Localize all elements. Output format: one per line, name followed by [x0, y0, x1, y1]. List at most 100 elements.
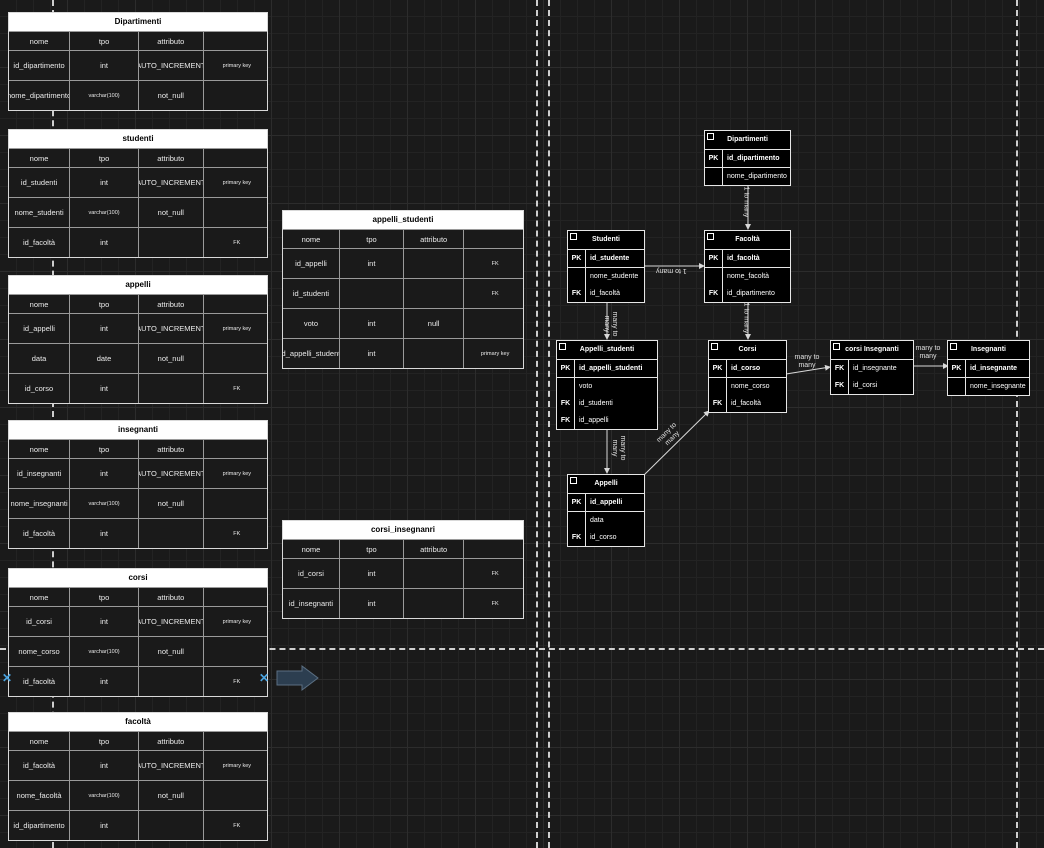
table-cell[interactable]: int: [70, 667, 139, 696]
table-cell[interactable]: FK: [491, 570, 499, 577]
table-cell[interactable]: primary key: [222, 325, 252, 332]
table-cell[interactable]: id_corsi: [283, 559, 340, 588]
table-cell[interactable]: FK: [233, 678, 241, 685]
collapse-icon[interactable]: [707, 133, 714, 140]
column-header[interactable]: nome: [9, 440, 71, 458]
table-cell[interactable]: varchar(100): [70, 781, 139, 810]
table-cell[interactable]: [404, 249, 465, 278]
table-cell[interactable]: int: [340, 559, 405, 588]
collapse-icon[interactable]: [570, 233, 577, 240]
table-cell[interactable]: primary key: [222, 762, 252, 769]
table-cell[interactable]: not_null: [139, 198, 204, 227]
table-cell[interactable]: int: [70, 811, 139, 840]
table-cell[interactable]: FK: [233, 239, 241, 246]
table-cell[interactable]: id_facoltà: [9, 751, 71, 780]
collapse-icon[interactable]: [833, 343, 840, 350]
column-header[interactable]: nome: [9, 732, 71, 750]
table-cell[interactable]: AUTO_INCREMENT: [139, 459, 204, 488]
table-cell[interactable]: nome_insegnanti: [9, 489, 71, 518]
table-cell[interactable]: [139, 374, 204, 403]
entity-row[interactable]: nome_insegnante: [948, 378, 1029, 395]
table-cell[interactable]: int: [70, 459, 139, 488]
table-cell[interactable]: [404, 589, 465, 618]
table-cell[interactable]: AUTO_INCREMENT: [139, 751, 204, 780]
table-cell[interactable]: [404, 279, 465, 308]
table-cell[interactable]: int: [340, 309, 405, 338]
column-header[interactable]: attributo: [139, 588, 204, 606]
column-header[interactable]: attributo: [139, 32, 204, 50]
column-header[interactable]: nome: [283, 230, 340, 248]
entity-row[interactable]: voto: [557, 378, 657, 395]
column-header[interactable]: attributo: [139, 440, 204, 458]
table-cell[interactable]: int: [340, 249, 405, 278]
table-cell[interactable]: null: [404, 309, 465, 338]
table-cell[interactable]: FK: [233, 385, 241, 392]
table-cell[interactable]: int: [70, 314, 139, 343]
table-cell[interactable]: [139, 519, 204, 548]
table-cell[interactable]: id_appelli: [9, 314, 71, 343]
table-cell[interactable]: varchar(100): [70, 637, 139, 666]
table-cell[interactable]: id_appelli_studenti: [283, 339, 340, 368]
table-cell[interactable]: int: [70, 51, 139, 80]
collapse-icon[interactable]: [707, 233, 714, 240]
table-cell[interactable]: nome_studenti: [9, 198, 71, 227]
table-cell[interactable]: primary key: [480, 350, 510, 357]
table-cell[interactable]: [404, 339, 465, 368]
table-cell[interactable]: FK: [491, 600, 499, 607]
table-cell[interactable]: primary key: [222, 618, 252, 625]
table-cell[interactable]: [340, 279, 405, 308]
column-header[interactable]: nome: [9, 295, 71, 313]
table-cell[interactable]: varchar(100): [70, 198, 139, 227]
table-cell[interactable]: id_dipartimento: [9, 51, 71, 80]
table-cell[interactable]: primary key: [222, 470, 252, 477]
table-cell[interactable]: not_null: [139, 637, 204, 666]
column-header[interactable]: nome: [283, 540, 340, 558]
column-header[interactable]: attributo: [139, 149, 204, 167]
arrow-shape-icon[interactable]: [276, 665, 320, 691]
column-header[interactable]: tpo: [70, 32, 139, 50]
table-cell[interactable]: AUTO_INCREMENT: [139, 51, 204, 80]
column-header[interactable]: attributo: [404, 230, 465, 248]
table-cell[interactable]: FK: [233, 530, 241, 537]
table-cell[interactable]: data: [9, 344, 71, 373]
column-header[interactable]: tpo: [70, 588, 139, 606]
table-cell[interactable]: [139, 667, 204, 696]
column-header[interactable]: nome: [9, 149, 71, 167]
table-cell[interactable]: [139, 811, 204, 840]
table-cell[interactable]: id_insegnanti: [283, 589, 340, 618]
table-cell[interactable]: not_null: [139, 489, 204, 518]
column-header[interactable]: attributo: [404, 540, 465, 558]
table-cell[interactable]: [404, 559, 465, 588]
entity-row[interactable]: data: [568, 512, 644, 529]
column-header[interactable]: attributo: [139, 295, 204, 313]
table-cell[interactable]: AUTO_INCREMENT: [139, 314, 204, 343]
table-cell[interactable]: id_studenti: [9, 168, 71, 197]
table-cell[interactable]: id_corsi: [9, 607, 71, 636]
column-header[interactable]: nome: [9, 588, 71, 606]
table-cell[interactable]: FK: [233, 822, 241, 829]
column-header[interactable]: tpo: [70, 295, 139, 313]
entity-row[interactable]: nome_dipartimento: [705, 168, 790, 185]
table-cell[interactable]: int: [70, 519, 139, 548]
column-header[interactable]: tpo: [70, 732, 139, 750]
column-header[interactable]: tpo: [340, 540, 405, 558]
column-header[interactable]: tpo: [70, 440, 139, 458]
